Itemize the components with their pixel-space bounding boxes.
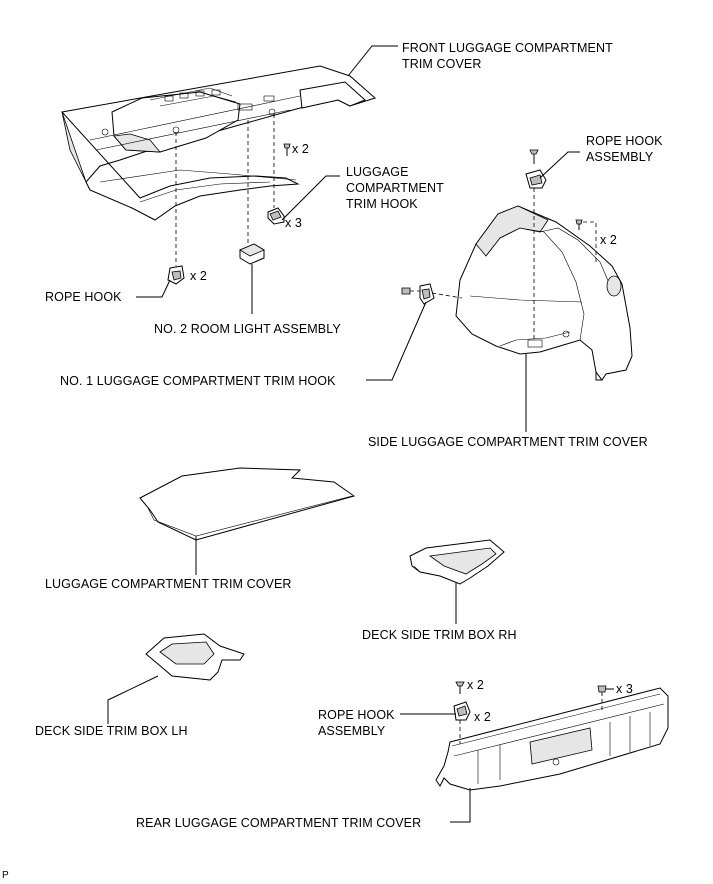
- label-front-cover: FRONT LUGGAGE COMPARTMENT TRIM COVER: [402, 40, 613, 72]
- clip-rear: [597, 685, 614, 693]
- rope-hook-assembly-bottom: [453, 681, 471, 721]
- clip-top: [283, 143, 291, 156]
- no-1-luggage-compartment-trim-hook: [401, 283, 435, 305]
- figure-code: P: [2, 870, 9, 881]
- label-no1-trim-hook: NO. 1 LUGGAGE COMPARTMENT TRIM HOOK: [60, 374, 336, 388]
- deck-side-trim-box-lh: [145, 633, 245, 681]
- side-luggage-compartment-trim-cover: [455, 205, 633, 381]
- luggage-compartment-trim-cover: [139, 467, 356, 541]
- qty-side-clip: x 2: [600, 233, 617, 247]
- front-luggage-compartment-trim-cover: [61, 65, 376, 221]
- label-trim-hook: LUGGAGE COMPARTMENT TRIM HOOK: [346, 164, 444, 212]
- qty-clip-top: x 2: [292, 142, 309, 156]
- label-trim-hook-line3: TRIM HOOK: [346, 197, 418, 211]
- label-deck-box-rh: DECK SIDE TRIM BOX RH: [362, 628, 517, 642]
- qty-rear-clip: x 3: [616, 682, 633, 696]
- label-rope-hook-assembly-bottom: ROPE HOOK ASSEMBLY: [318, 707, 395, 739]
- qty-bottom-hook: x 2: [474, 710, 491, 724]
- label-front-cover-line1: FRONT LUGGAGE COMPARTMENT: [402, 41, 613, 55]
- qty-rope-hook: x 2: [190, 269, 207, 283]
- no-2-room-light-assembly: [239, 243, 265, 265]
- label-side-cover: SIDE LUGGAGE COMPARTMENT TRIM COVER: [368, 435, 648, 449]
- label-luggage-cover: LUGGAGE COMPARTMENT TRIM COVER: [45, 577, 292, 591]
- label-rope-hook-assembly-top-line2: ASSEMBLY: [586, 150, 654, 164]
- rope-hook-left: [167, 265, 185, 285]
- label-room-light: NO. 2 ROOM LIGHT ASSEMBLY: [154, 322, 341, 336]
- rear-luggage-compartment-trim-cover: [435, 687, 669, 791]
- label-deck-box-lh: DECK SIDE TRIM BOX LH: [35, 724, 188, 738]
- label-rope-hook-assembly-top: ROPE HOOK ASSEMBLY: [586, 133, 663, 165]
- label-trim-hook-line1: LUGGAGE: [346, 165, 409, 179]
- label-rope-hook-assembly-top-line1: ROPE HOOK: [586, 134, 663, 148]
- label-rope-hook-assembly-bottom-line2: ASSEMBLY: [318, 724, 386, 738]
- qty-bottom-clip: x 2: [467, 678, 484, 692]
- rope-hook-assembly-top: [525, 149, 547, 189]
- label-front-cover-line2: TRIM COVER: [402, 57, 482, 71]
- label-rope-hook-assembly-bottom-line1: ROPE HOOK: [318, 708, 395, 722]
- luggage-compartment-trim-hook: [267, 207, 285, 225]
- label-trim-hook-line2: COMPARTMENT: [346, 181, 444, 195]
- deck-side-trim-box-rh: [409, 539, 505, 585]
- label-rope-hook: ROPE HOOK: [45, 290, 122, 304]
- qty-trim-hook: x 3: [285, 216, 302, 230]
- label-rear-cover: REAR LUGGAGE COMPARTMENT TRIM COVER: [136, 816, 422, 830]
- clip-side: [575, 219, 583, 230]
